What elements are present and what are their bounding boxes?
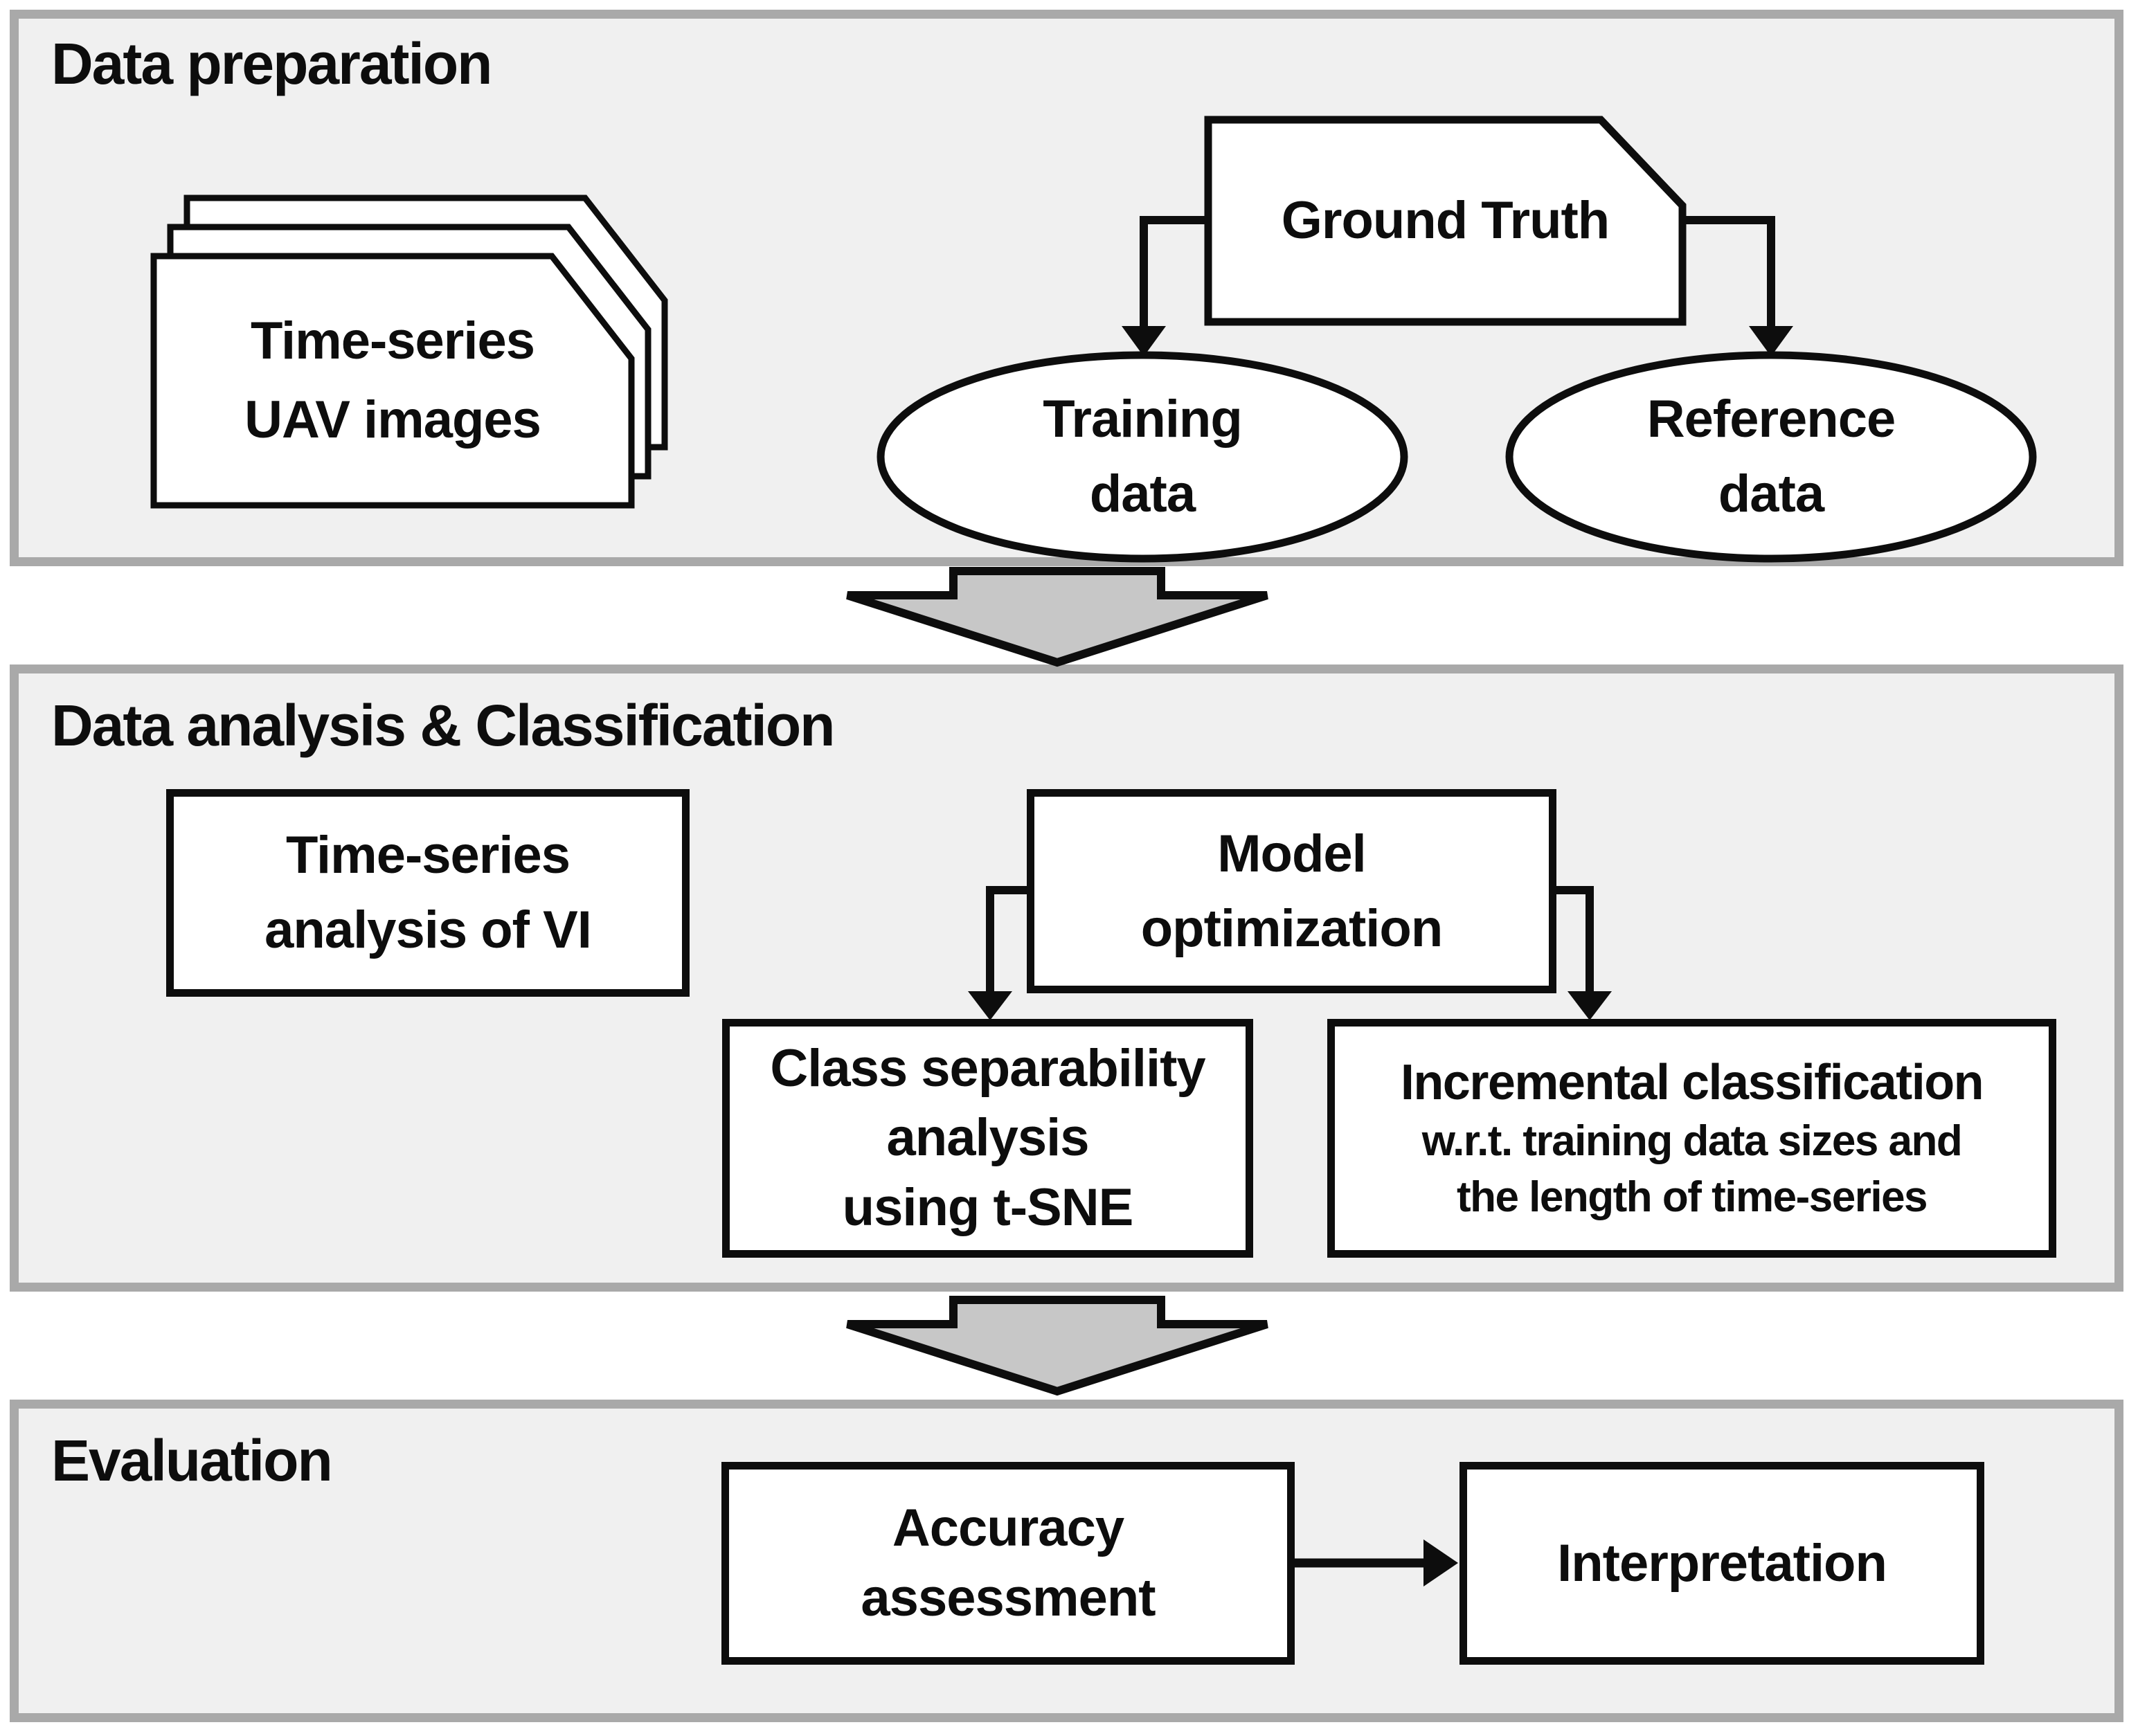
connector-model-to-class-sep xyxy=(986,886,1027,993)
arrowhead-interpretation-icon xyxy=(1423,1539,1458,1586)
incremental-subline-2: the length of time-series xyxy=(1456,1173,1928,1221)
reference-data-ellipse xyxy=(1505,351,2037,563)
model-line-2: optimization xyxy=(1140,898,1444,958)
node-incremental-classification: Incremental classification w.r.t. traini… xyxy=(1327,1019,2056,1258)
interpretation-text: Interpretation xyxy=(1557,1533,1887,1593)
title-evaluation: Evaluation xyxy=(51,1428,333,1493)
node-accuracy-assessment: Accuracy assessment xyxy=(721,1462,1295,1665)
uav-card-label: Time-series UAV images xyxy=(154,256,631,505)
ground-truth-shape xyxy=(1204,116,1687,326)
arrowhead-training-icon xyxy=(1122,326,1166,356)
ground-truth-label: Ground Truth xyxy=(1208,120,1682,322)
node-class-separability: Class separability analysis using t-SNE xyxy=(722,1019,1253,1258)
incremental-subline-1: w.r.t. training data sizes and xyxy=(1421,1116,1963,1165)
class-sep-line-3: using t-SNE xyxy=(842,1177,1134,1237)
uav-card-front-shape xyxy=(150,253,635,509)
node-interpretation: Interpretation xyxy=(1459,1462,1984,1665)
training-data-ellipse xyxy=(877,351,1408,563)
reference-line-1: Reference xyxy=(1646,390,1896,449)
arrowhead-incremental-icon xyxy=(1567,991,1612,1020)
accuracy-line-2: assessment xyxy=(861,1568,1156,1627)
tsa-line-1: Time-series xyxy=(285,826,571,885)
ground-truth-text: Ground Truth xyxy=(1281,191,1610,251)
section-flow-down-arrow-1-icon xyxy=(846,567,1268,667)
reference-data-label: Reference data xyxy=(1509,355,2033,559)
connector-ground-truth-to-training xyxy=(1140,216,1208,327)
uav-card-line-1: Time-series xyxy=(250,311,535,370)
incremental-title: Incremental classification xyxy=(1400,1054,1984,1110)
tsa-line-2: analysis of VI xyxy=(264,901,592,959)
node-model-optimization: Model optimization xyxy=(1027,789,1556,993)
training-line-1: Training xyxy=(1043,390,1243,449)
accuracy-line-1: Accuracy xyxy=(892,1499,1124,1558)
title-data-analysis: Data analysis & Classification xyxy=(51,693,835,758)
arrowhead-class-sep-icon xyxy=(968,991,1012,1020)
node-time-series-analysis: Time-series analysis of VI xyxy=(166,789,690,997)
arrowhead-reference-icon xyxy=(1749,326,1793,356)
title-data-preparation: Data preparation xyxy=(51,31,492,96)
section-flow-down-arrow-2-icon xyxy=(846,1296,1268,1396)
training-data-label: Training data xyxy=(881,355,1404,559)
uav-card-line-2: UAV images xyxy=(244,390,541,449)
class-sep-line-2: analysis xyxy=(886,1108,1090,1168)
training-line-2: data xyxy=(1089,464,1196,523)
reference-line-2: data xyxy=(1718,464,1824,523)
model-line-1: Model xyxy=(1217,824,1367,883)
class-sep-line-1: Class separability xyxy=(770,1039,1205,1098)
connector-ground-truth-to-reference xyxy=(1682,216,1775,327)
connector-model-to-incremental xyxy=(1556,886,1594,993)
